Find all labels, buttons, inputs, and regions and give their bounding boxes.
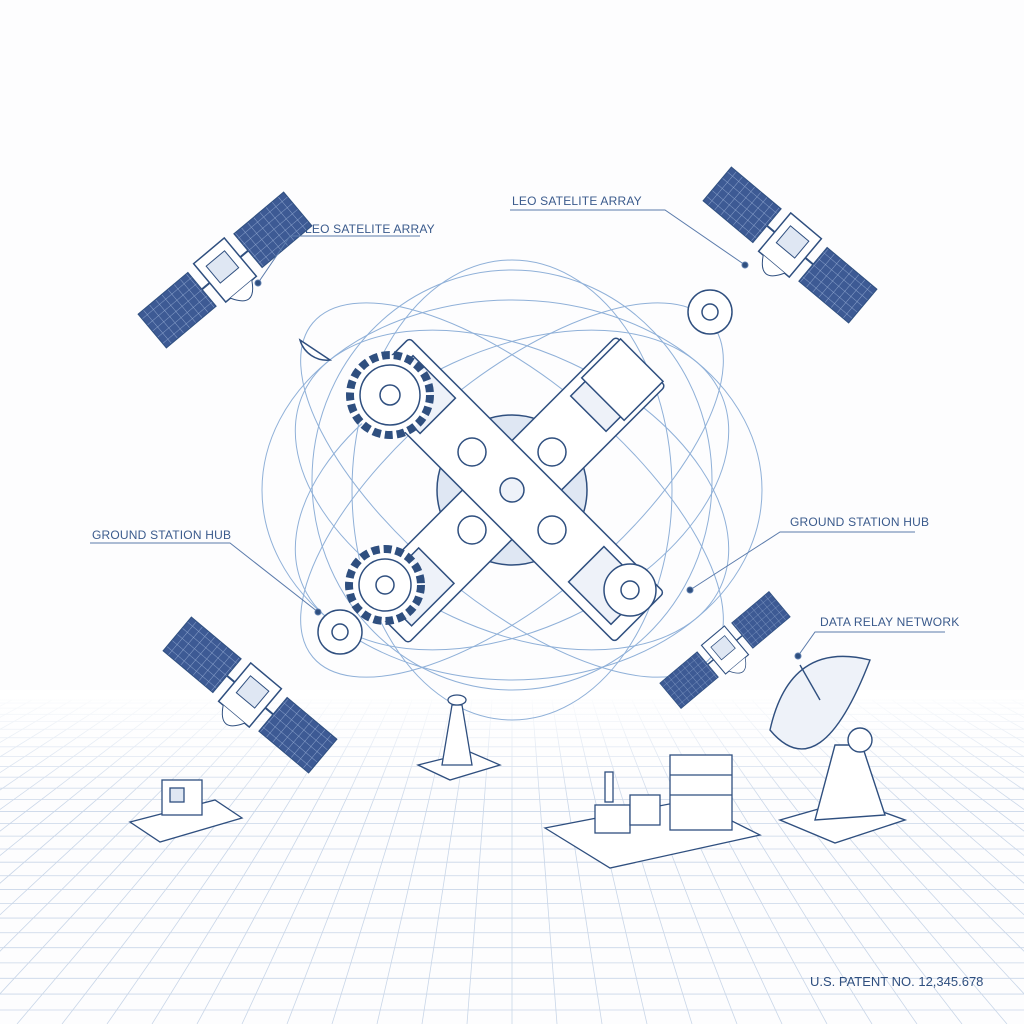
satellite-icon <box>137 191 313 349</box>
satellite-icon <box>659 591 791 709</box>
server-rack-icon <box>543 754 762 869</box>
label-leo-satellite-array-left: LEO SATELITE ARRAY <box>305 222 435 236</box>
label-ground-station-hub-right: GROUND STATION HUB <box>790 515 930 529</box>
label-ground-station-hub-left: GROUND STATION HUB <box>92 528 232 542</box>
satellite-icon <box>702 166 878 324</box>
gear-icon <box>346 351 434 439</box>
label-leo-satellite-array-right: LEO SATELITE ARRAY <box>512 194 642 208</box>
beacon-icon <box>416 694 502 781</box>
ground-station-small <box>128 779 244 843</box>
label-data-relay-network: DATA RELAY NETWORK <box>820 615 960 629</box>
module-boxes <box>298 337 665 422</box>
dish-antenna-icon <box>769 655 908 844</box>
leader-lines <box>90 209 945 660</box>
patent-number: U.S. PATENT NO. 12,345.678 <box>810 974 984 989</box>
gear-icon <box>345 545 425 625</box>
satellite-icon <box>162 616 338 774</box>
gear-icon <box>317 289 733 655</box>
